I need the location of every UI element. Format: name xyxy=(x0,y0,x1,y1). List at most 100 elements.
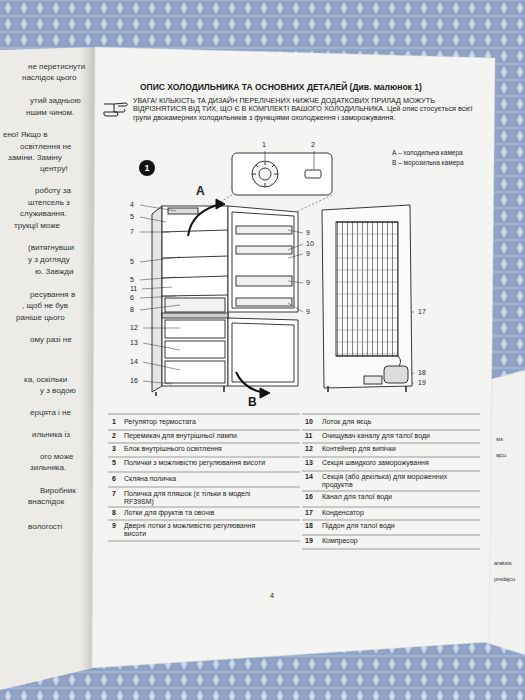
table-cell: Поличка для пляшок (є тільки в моделі RF… xyxy=(124,490,274,506)
parts-table-rules-part xyxy=(302,430,480,549)
callout-number: 14 xyxy=(130,358,138,366)
fridge-front-view-part xyxy=(236,246,292,254)
table-number: 18 xyxy=(305,522,313,530)
callout-number: 1 xyxy=(262,141,266,149)
fridge-back-view-part xyxy=(328,386,406,392)
table-number: 11 xyxy=(305,432,312,440)
left-page-text: раніше цього xyxy=(16,313,65,322)
right-page xyxy=(92,47,495,668)
table-number: 6 xyxy=(112,475,116,483)
parts-table-rules-part xyxy=(108,414,480,415)
table-cell: Блок внутрішнього освітлення xyxy=(124,445,274,453)
warning-note: УВАГА! КІЛЬКІСТЬ ТА ДИЗАЙН ПЕРЕЛІЧЕНИХ Н… xyxy=(133,97,488,122)
table-cell: Регулятор термостата xyxy=(124,418,274,426)
fridge-front-view-part xyxy=(165,320,225,338)
table-number: 1 xyxy=(112,418,116,426)
left-page-text: ено! Якщо в xyxy=(3,130,47,139)
table-number: 8 xyxy=(112,509,116,517)
fridge-front-view-part xyxy=(165,341,225,358)
leader-lines-part xyxy=(140,205,180,384)
left-page-part xyxy=(0,47,96,690)
left-page-text: утий задньою xyxy=(30,96,81,105)
paper-fragment: ajcu xyxy=(496,452,506,458)
fridge-front-view-part xyxy=(232,323,294,382)
callout-number: 4 xyxy=(130,201,134,209)
left-page-text: ншим чином. xyxy=(26,108,74,117)
table-cell: Канал для талої води xyxy=(322,493,472,501)
thermostat-panel-part xyxy=(252,161,278,187)
table-number: 19 xyxy=(305,537,313,545)
left-page-text: зильника. xyxy=(30,463,66,472)
table-cell: Очищувач каналу для талої води xyxy=(322,432,472,440)
right-page-part xyxy=(92,47,495,668)
fridge-back-view-part xyxy=(364,376,382,384)
left-page-text: Виробник xyxy=(40,486,76,495)
section-heading: ОПИС ХОЛОДИЛЬНИКА ТА ОСНОВНИХ ДЕТАЛЕЙ (Д… xyxy=(140,83,490,93)
left-page-text: заміни. Заміну xyxy=(8,153,62,162)
fridge-front-view-part xyxy=(165,361,225,383)
pointing-hand-icon xyxy=(104,103,128,116)
left-page-text: у з водою xyxy=(40,386,76,395)
left-page-text: ю. Завжди xyxy=(35,267,73,276)
callout-number: 12 xyxy=(130,324,138,332)
left-page-text: ресування в xyxy=(30,290,75,299)
table-cell: Перемикач для внутрішньої лампи xyxy=(124,432,274,440)
callout-number: 9 xyxy=(306,279,310,287)
page-number: 4 xyxy=(270,592,274,600)
table-cell: Секція швидкого заморожування xyxy=(322,459,472,467)
left-page-text: центру! xyxy=(40,164,68,173)
left-page-text: ка, оскільки xyxy=(24,375,67,384)
open-arrows-part xyxy=(260,388,270,398)
table-number: 2 xyxy=(112,432,116,440)
fridge-back-view xyxy=(322,205,412,392)
table-cell: Дверні лотки з можливістю регулювання ви… xyxy=(124,522,274,538)
table-number: 5 xyxy=(112,459,116,467)
left-page-text: освітлення не xyxy=(20,142,71,151)
left-page-text: (витягнувши xyxy=(28,243,74,252)
table-number: 10 xyxy=(305,418,313,426)
table-number: 13 xyxy=(305,459,313,467)
left-page-text: , щоб не був xyxy=(22,301,68,310)
table-cell: Полички з можливістю регулювання висоти xyxy=(124,459,274,467)
left-page-text: вологості xyxy=(28,522,62,531)
fridge-front-view-part xyxy=(162,313,228,318)
table-number: 7 xyxy=(112,490,116,498)
figure-number: 1 xyxy=(144,163,149,173)
left-page-text: внаслідок xyxy=(28,497,64,506)
compartment-key: A – холодильна камера xyxy=(392,149,463,156)
table-cell: Лоток для яєць xyxy=(322,418,472,426)
thermostat-panel-part xyxy=(252,161,278,187)
callout-number: 9 xyxy=(306,229,310,237)
left-page-text: ого може xyxy=(40,452,74,461)
open-arrows-part xyxy=(216,199,225,209)
fridge-back-view-part xyxy=(384,366,408,383)
callout-number: 18 xyxy=(418,369,426,377)
fridge-front-view-part xyxy=(228,206,298,312)
left-page-text: служивання. xyxy=(20,209,67,218)
table-cell: Конденсатор xyxy=(322,509,472,517)
fridge-front-view-part xyxy=(232,212,294,308)
table-number: 12 xyxy=(305,445,313,453)
left-page-text: трукції може xyxy=(14,221,60,230)
fridge-back-view-part xyxy=(336,222,398,356)
door-letter: B xyxy=(248,396,257,410)
callout-number: 10 xyxy=(306,240,314,248)
parts-table-rules-part xyxy=(108,430,300,541)
fridge-front-view xyxy=(152,206,298,396)
callout-number: 5 xyxy=(130,213,134,221)
compartment-key: B – морозильна камера xyxy=(392,159,464,166)
left-page-text: ерцята і не xyxy=(30,408,71,417)
thermostat-panel-part xyxy=(305,170,321,178)
paper-fragment: sts xyxy=(496,436,503,442)
callout-number: 16 xyxy=(130,377,138,385)
fridge-front-view-part xyxy=(236,298,292,306)
figure-number-badge: 1 xyxy=(139,160,155,176)
left-page-text: ому разі не xyxy=(30,335,72,344)
fridge-front-view-part xyxy=(165,298,225,312)
callout-number: 13 xyxy=(130,339,138,347)
left-page-text: ильника із xyxy=(32,430,70,439)
left-page-text: не перетиснути xyxy=(28,62,85,71)
table-number: 16 xyxy=(305,493,313,501)
